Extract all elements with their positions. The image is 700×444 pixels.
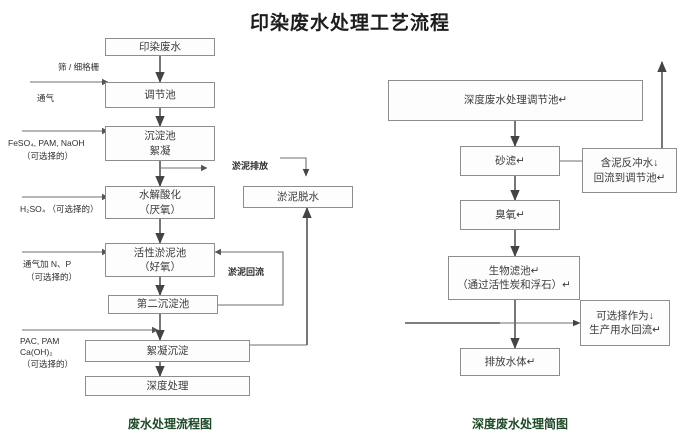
box-bio-filter[interactable]: 生物滤池↵ （通过活性炭和浮石）↵ bbox=[448, 256, 580, 300]
box-sand-filter[interactable]: 砂滤↵ bbox=[460, 146, 560, 176]
box-advanced-treatment[interactable]: 深度处理 bbox=[85, 376, 250, 396]
label-sludge-discharge: 淤泥排放 bbox=[232, 161, 269, 171]
box-sublabel: （通过活性炭和浮石）↵ bbox=[457, 279, 571, 291]
caption-left: 废水处理流程图 bbox=[127, 417, 212, 431]
box-sublabel: （好氧） bbox=[139, 261, 181, 273]
label-feso4-dose-line2: （可选择的） bbox=[22, 151, 74, 161]
box-label: 水解酸化 bbox=[139, 189, 181, 202]
label-h2so4-dose: H₂SO₄ （可选择的） bbox=[20, 204, 99, 214]
label-aeration-np-line2: （可选择的） bbox=[26, 272, 78, 282]
box-ozone[interactable]: 臭氧↵ bbox=[460, 200, 560, 230]
box-label: 含泥反冲水↓ bbox=[600, 157, 659, 170]
box-backwash-return[interactable]: 含泥反冲水↓ 回流到调节池↵ bbox=[582, 148, 677, 193]
box-activated-sludge[interactable]: 活性淤泥池 （好氧） bbox=[105, 243, 215, 277]
box-sublabel: 生产用水回流↵ bbox=[589, 324, 661, 336]
box-equalization[interactable]: 调节池 bbox=[105, 82, 215, 108]
label-feso4-dose-line1: FeSO₄, PAM, NaOH bbox=[8, 138, 85, 148]
label-pac-dose-line3: （可选择的） bbox=[22, 359, 74, 369]
box-label: 沉淀池 bbox=[144, 130, 176, 143]
box-influent[interactable]: 印染废水 bbox=[105, 38, 215, 56]
caption-right: 深度废水处理简图 bbox=[471, 417, 568, 431]
box-reuse-return[interactable]: 可选择作为↓ 生产用水回流↵ bbox=[580, 300, 670, 346]
box-sludge-dewatering[interactable]: 淤泥脱水 bbox=[243, 186, 353, 208]
box-label: 可选择作为↓ bbox=[596, 309, 654, 322]
box-label: 深度处理 bbox=[146, 379, 189, 392]
box-sublabel: 回流到调节池↵ bbox=[593, 171, 666, 184]
label-screen: 筛 / 细格栅 bbox=[58, 62, 100, 72]
box-label: 调节池 bbox=[144, 88, 176, 101]
box-hydrolysis[interactable]: 水解酸化 （厌氧） bbox=[105, 186, 215, 219]
box-label: 第二沉淀池 bbox=[136, 298, 190, 311]
box-flocculation[interactable]: 絮凝沉淀 bbox=[85, 340, 250, 362]
box-sublabel: （厌氧） bbox=[139, 203, 181, 216]
label-sludge-return: 淤泥回流 bbox=[228, 267, 265, 277]
label-pac-dose-line1: PAC, PAM bbox=[20, 336, 60, 346]
box-sublabel: 絮凝 bbox=[149, 144, 171, 157]
box-label: 印染废水 bbox=[139, 40, 181, 53]
box-label: 活性淤泥池 bbox=[133, 246, 187, 259]
box-label: 生物滤池↵ bbox=[488, 264, 540, 277]
box-label: 淤泥脱水 bbox=[277, 190, 319, 203]
box-secondary-clarifier[interactable]: 第二沉淀池 bbox=[108, 295, 218, 314]
box-label: 深度废水处理调节池↵ bbox=[463, 94, 568, 107]
page-title: 印染废水处理工艺流程 bbox=[249, 13, 450, 34]
box-sedimentation[interactable]: 沉淀池 絮凝 bbox=[105, 126, 215, 161]
label-aeration: 通气 bbox=[37, 93, 55, 103]
box-label: 臭氧↵ bbox=[495, 208, 525, 221]
box-label: 砂滤↵ bbox=[495, 154, 525, 167]
box-discharge-water[interactable]: 排放水体↵ bbox=[460, 348, 560, 376]
box-adv-equalization[interactable]: 深度废水处理调节池↵ bbox=[388, 80, 643, 121]
label-aeration-np-line1: 通气加 N、P bbox=[23, 259, 72, 269]
box-label: 排放水体↵ bbox=[484, 355, 536, 368]
box-label: 絮凝沉淀 bbox=[146, 344, 189, 357]
label-pac-dose-line2: Ca(OH)₂ bbox=[20, 347, 53, 357]
